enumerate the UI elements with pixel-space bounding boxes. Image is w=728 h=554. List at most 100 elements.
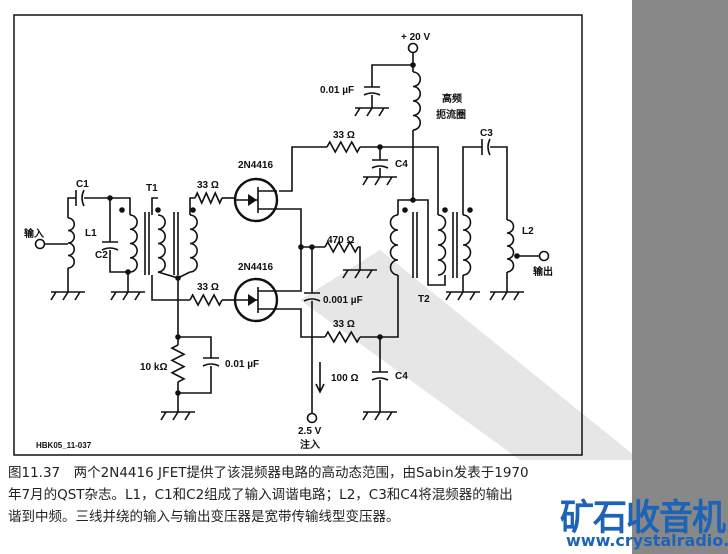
ground-symbol bbox=[50, 291, 85, 301]
c3-label: C3 bbox=[480, 128, 493, 139]
ground-symbol bbox=[445, 291, 480, 301]
transformer-core bbox=[452, 212, 458, 278]
figure-caption: 图11.37 两个2N4416 JFET提供了该混频器电路的高动态范围，由Sab… bbox=[8, 462, 628, 528]
source-resistor bbox=[324, 330, 361, 344]
jfet1-label: 2N4416 bbox=[238, 160, 273, 171]
junction-dot bbox=[309, 244, 315, 250]
bypass-cap-label: 0.01 µF bbox=[320, 85, 354, 96]
output-terminal[interactable] bbox=[538, 250, 550, 262]
input-terminal[interactable] bbox=[34, 238, 46, 250]
supply-label: + 20 V bbox=[401, 32, 431, 43]
lo-injection-label: 注入 bbox=[300, 438, 320, 451]
junction-dot bbox=[107, 195, 113, 201]
c4-top-capacitor bbox=[371, 159, 389, 169]
t1-third-winding bbox=[189, 214, 198, 273]
t1-primary-winding bbox=[129, 214, 138, 273]
l1-label: L1 bbox=[85, 228, 97, 239]
wire bbox=[151, 275, 190, 301]
r10k-label: 10 kΩ bbox=[140, 362, 167, 373]
r470-label: 470 Ω bbox=[327, 235, 354, 246]
lo-direction-arrow bbox=[315, 362, 325, 394]
gate1-resistor bbox=[194, 191, 223, 205]
jfet2-label: 2N4416 bbox=[238, 262, 273, 273]
watermark-logo: 矿石收音机 bbox=[560, 497, 726, 540]
bias-cap-label: 0.01 µF bbox=[225, 359, 259, 370]
t1-phase-dot bbox=[190, 207, 196, 213]
wire bbox=[277, 308, 325, 338]
wire bbox=[277, 247, 302, 292]
wire bbox=[462, 146, 482, 215]
junction-dot bbox=[377, 144, 383, 150]
wire bbox=[397, 199, 446, 286]
c4-bottom-label: C4 bbox=[395, 371, 408, 382]
ground-symbol bbox=[362, 176, 397, 186]
bias-capacitor bbox=[202, 357, 220, 367]
ground-symbol bbox=[354, 107, 389, 117]
l1-inductor bbox=[67, 217, 76, 269]
wire bbox=[109, 250, 130, 273]
jfet2-leads bbox=[235, 287, 277, 313]
l2-inductor bbox=[506, 219, 515, 273]
figure-frame bbox=[13, 14, 583, 456]
gate2-resistor bbox=[189, 293, 223, 307]
gate2-resistor-label: 33 Ω bbox=[197, 282, 219, 293]
c1-capacitor bbox=[75, 189, 85, 207]
lo-injection-terminal[interactable] bbox=[306, 412, 318, 424]
bias-resistor bbox=[170, 344, 186, 383]
t2-label: T2 bbox=[418, 294, 430, 305]
caption-line-2: 年7月的QST杂志。L1，C1和C2组成了输入调谐电路；L2，C3和C4将混频器… bbox=[8, 487, 513, 503]
figure-id: HBK05_11-037 bbox=[36, 441, 92, 450]
wire bbox=[189, 197, 195, 215]
r470-resistor bbox=[324, 240, 359, 254]
mixer-schematic: + 20 V 0.01 µF 高频 扼流圈 33 Ω C4 C3 2N4416 … bbox=[13, 14, 632, 460]
junction-dot bbox=[175, 275, 181, 281]
c4-bottom-capacitor bbox=[371, 371, 389, 381]
ground-symbol bbox=[362, 411, 397, 421]
rf-choke bbox=[412, 71, 421, 131]
caption-line-3: 谐到中频。三线并绕的输入与输出变压器是宽带传输线型变压器。 bbox=[8, 509, 400, 525]
t1-phase-dot bbox=[155, 207, 161, 213]
drain-resistor bbox=[326, 140, 361, 154]
side-panel bbox=[632, 0, 728, 554]
junction-dot bbox=[410, 197, 416, 203]
t2-phase-dot bbox=[467, 207, 473, 213]
t1-middle-winding bbox=[157, 214, 166, 273]
c2-capacitor bbox=[101, 241, 119, 251]
ground-symbol bbox=[342, 269, 377, 279]
wire bbox=[490, 146, 508, 220]
t2-phase-dot bbox=[402, 207, 408, 213]
wire bbox=[277, 208, 302, 247]
ground-symbol bbox=[110, 291, 145, 301]
watermark-band bbox=[300, 250, 632, 460]
junction-dot bbox=[175, 390, 181, 396]
c001-label: 0.001 µF bbox=[323, 295, 363, 306]
c001-capacitor bbox=[303, 292, 321, 302]
supply-terminal[interactable] bbox=[407, 42, 419, 54]
r100-label: 100 Ω bbox=[331, 373, 358, 384]
choke-label-2: 扼流圈 bbox=[436, 108, 466, 121]
transformer-core bbox=[412, 212, 418, 278]
t2-tertiary-winding bbox=[462, 214, 472, 276]
ground-symbol bbox=[160, 411, 195, 421]
wire bbox=[358, 246, 361, 270]
c3-capacitor bbox=[481, 138, 491, 156]
wire bbox=[178, 336, 212, 358]
wire bbox=[371, 64, 413, 87]
c4-top-label: C4 bbox=[395, 159, 408, 170]
wire bbox=[279, 146, 327, 192]
t1-phase-dot bbox=[119, 207, 125, 213]
wire bbox=[178, 366, 212, 394]
transformer-core bbox=[173, 212, 179, 275]
wire bbox=[360, 275, 399, 338]
wire bbox=[151, 197, 158, 215]
jfet2-gate-arrow bbox=[248, 294, 257, 306]
jfet1-leads bbox=[235, 187, 277, 213]
watermark-website[interactable]: www.crystalradio.cn bbox=[566, 531, 728, 550]
junction-dot bbox=[175, 334, 181, 340]
junction-dot bbox=[125, 269, 131, 275]
t2-primary-winding bbox=[389, 214, 399, 276]
source-resistor-label: 33 Ω bbox=[333, 319, 355, 330]
c2-label: C2 bbox=[95, 250, 108, 261]
lo-voltage-label: 2.5 V bbox=[298, 426, 322, 437]
input-label: 输入 bbox=[24, 227, 44, 240]
